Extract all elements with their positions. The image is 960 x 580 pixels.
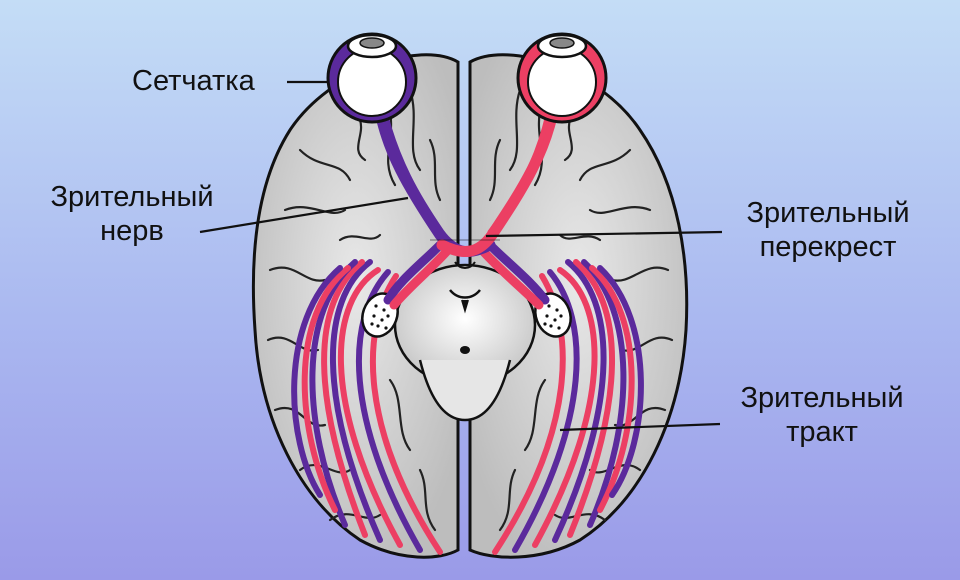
label-optic-nerve: Зрительный нерв [32, 180, 232, 248]
right-eye [516, 32, 608, 124]
label-optic-tract: Зрительный тракт [722, 381, 922, 449]
label-optic-chiasm-line-1: Зрительный [746, 197, 910, 229]
leader-optic-chiasm [485, 230, 723, 238]
optic-tracts [383, 240, 550, 310]
label-optic-chiasm: Зрительный перекрест [728, 196, 928, 264]
left-eye [326, 32, 418, 124]
label-optic-chiasm-line-2: перекрест [759, 231, 897, 263]
label-retina: Сетчатка [132, 64, 255, 98]
label-optic-nerve-line-1: Зрительный [50, 181, 214, 213]
brainstem [393, 261, 537, 422]
label-optic-nerve-line-2: нерв [100, 215, 164, 247]
leader-optic-nerve [199, 196, 409, 234]
leader-optic-tract [559, 422, 721, 432]
label-optic-tract-line-2: тракт [786, 416, 858, 448]
label-optic-tract-line-1: Зрительный [740, 382, 904, 414]
optic-radiations-left [291, 259, 443, 555]
label-retina-text: Сетчатка [132, 65, 255, 97]
leader-lines [199, 80, 723, 432]
